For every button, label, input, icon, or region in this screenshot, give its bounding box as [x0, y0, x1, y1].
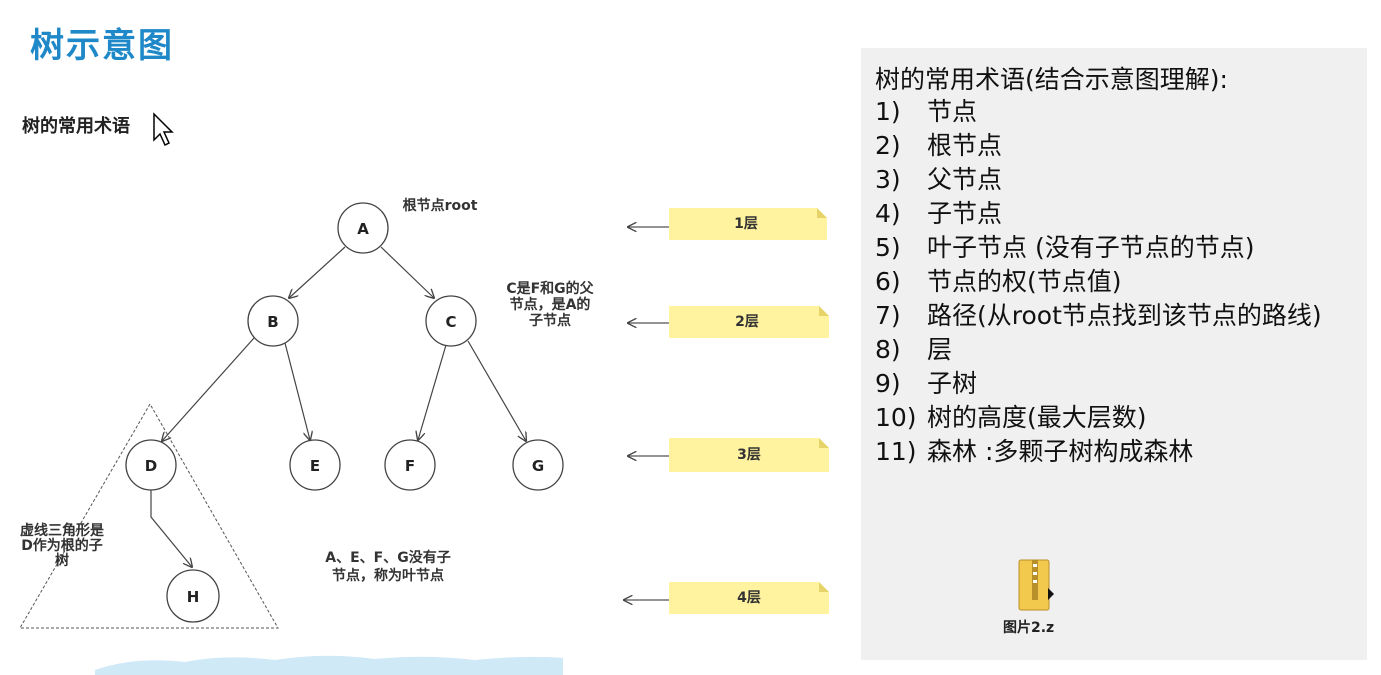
- annotation-leaves: A、E、F、G没有子 节点，称为叶节点: [325, 549, 450, 584]
- edge-d-h: [150, 488, 192, 567]
- edge-a-b: [289, 246, 346, 298]
- edge-a-c: [380, 246, 434, 298]
- tree-node-g: G: [512, 439, 564, 491]
- subtree-triangle: [19, 402, 279, 629]
- annotation-c-parent: C是F和G的父 节点，是A的 子节点: [506, 280, 594, 329]
- slide-subtitle: 树的常用术语: [22, 116, 130, 137]
- svg-text:G: G: [532, 457, 544, 475]
- svg-text:C: C: [445, 313, 456, 331]
- svg-text:虚线三角形是: 虚线三角形是: [20, 522, 105, 539]
- edge-c-f: [418, 344, 447, 440]
- term-item: 4)子节点: [875, 199, 1003, 228]
- annotation-triangle: 虚线三角形是 D作为根的子 树: [20, 522, 105, 569]
- svg-text:子节点: 子节点: [529, 312, 571, 329]
- tree-node-b: B: [247, 295, 299, 347]
- file-label[interactable]: 图片2.z: [1003, 620, 1055, 636]
- tree-node-c: C: [425, 295, 477, 347]
- slide-title: 树示意图: [30, 26, 174, 66]
- svg-text:A、E、F、G没有子: A、E、F、G没有子: [325, 549, 450, 566]
- svg-text:节点，称为叶节点: 节点，称为叶节点: [332, 567, 444, 584]
- svg-text:E: E: [310, 457, 320, 475]
- water-decoration: [95, 655, 563, 675]
- svg-text:A: A: [357, 220, 369, 238]
- term-item: 1)节点: [875, 97, 978, 126]
- term-item: 6)节点的权(节点值): [875, 267, 1122, 296]
- mouse-cursor-icon: [153, 112, 174, 147]
- level-marker-4: 4层: [624, 582, 829, 614]
- svg-text:4层: 4层: [737, 590, 761, 606]
- level-marker-1: 1层: [628, 208, 827, 240]
- svg-text:2层: 2层: [735, 314, 759, 330]
- edge-b-e: [284, 342, 310, 440]
- svg-text:D: D: [145, 457, 157, 475]
- tree-diagram: A B C D E F G H 根节点root C是F和G的父 节点，是A的 子…: [19, 197, 829, 629]
- svg-text:F: F: [405, 457, 415, 475]
- tree-node-f: F: [384, 439, 436, 491]
- svg-text:D作为根的子: D作为根的子: [21, 537, 103, 554]
- svg-text:C是F和G的父: C是F和G的父: [506, 280, 594, 297]
- folder-zip-icon[interactable]: [1016, 556, 1056, 614]
- term-item: 5)叶子节点 (没有子节点的节点): [875, 233, 1255, 262]
- terms-panel: 树的常用术语(结合示意图理解): 1)节点 2)根节点 3)父节点 4)子节点 …: [861, 48, 1367, 660]
- tree-edges: [150, 246, 526, 567]
- edge-b-d: [162, 337, 255, 441]
- svg-text:节点，是A的: 节点，是A的: [510, 296, 591, 313]
- tree-node-d: D: [125, 439, 177, 491]
- level-marker-2: 2层: [628, 306, 829, 338]
- annotation-root: 根节点root: [403, 197, 478, 214]
- level-marker-3: 3层: [628, 438, 829, 472]
- term-item: 9)子树: [875, 369, 978, 398]
- term-item: 3)父节点: [875, 165, 1003, 194]
- svg-text:3层: 3层: [737, 447, 761, 463]
- edge-c-g: [467, 340, 526, 441]
- term-item: 8)层: [875, 335, 953, 364]
- term-item: 2)根节点: [875, 131, 1003, 160]
- tree-node-e: E: [289, 439, 341, 491]
- term-item: 10)树的高度(最大层数): [875, 403, 1147, 432]
- svg-text:1层: 1层: [734, 216, 758, 232]
- svg-text:树: 树: [55, 552, 69, 569]
- tree-node-h: H: [166, 569, 220, 623]
- svg-text:H: H: [187, 588, 200, 606]
- term-item: 7)路径(从root节点找到该节点的路线): [875, 301, 1322, 330]
- terms-heading: 树的常用术语(结合示意图理解):: [875, 65, 1228, 94]
- term-item: 11)森林 :多颗子树构成森林: [875, 437, 1194, 466]
- tree-node-a: A: [337, 202, 389, 254]
- terms-list: 1)节点 2)根节点 3)父节点 4)子节点 5)叶子节点 (没有子节点的节点)…: [875, 95, 1347, 469]
- svg-text:B: B: [267, 313, 278, 331]
